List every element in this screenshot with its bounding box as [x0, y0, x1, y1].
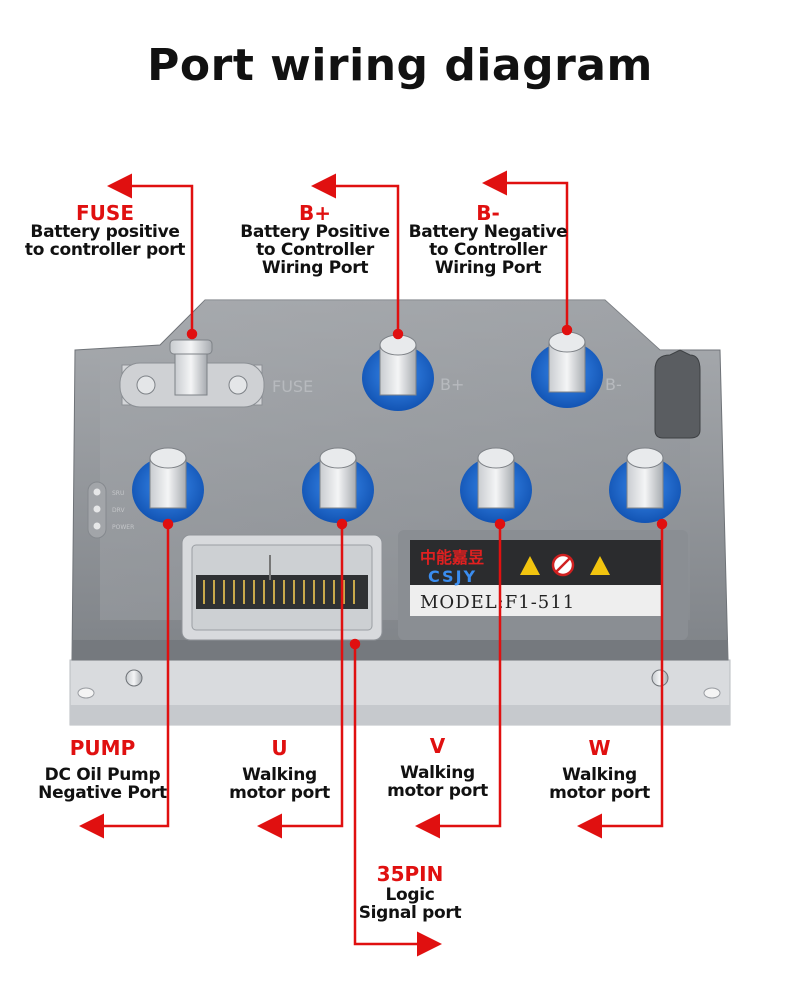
label-bplus-desc-1: Battery Positive	[240, 222, 390, 242]
base-plate	[69, 659, 731, 726]
label-pump-desc-2: Negative Port	[38, 782, 167, 803]
terminal-u	[302, 447, 374, 523]
led-label-sru: SRU	[112, 490, 124, 497]
label-pump-desc-1: DC Oil Pump	[44, 765, 161, 785]
label-35pin-desc-1: Logic	[385, 885, 435, 905]
label-u-desc-1: Walking	[242, 765, 317, 785]
label-fuse-code: FUSE	[76, 201, 134, 225]
connector-35pin	[181, 534, 383, 641]
screw-left	[125, 669, 143, 687]
terminal-bplus	[362, 334, 434, 411]
label-pump-code: PUMP	[69, 736, 136, 760]
terminal-bminus	[531, 331, 603, 408]
label-bminus-desc-2: to Controller	[429, 239, 547, 260]
model-label-plate: 中能嘉昱 CSJY MODEL:F1-511	[398, 530, 688, 640]
bminus-emboss: B-	[605, 375, 622, 394]
label-35pin-desc-2: Signal port	[358, 902, 462, 923]
led-label-drv: DRV	[112, 507, 125, 514]
model-text: MODEL:F1-511	[420, 592, 575, 613]
label-35pin-code: 35PIN	[376, 862, 444, 886]
label-bplus-code: B+	[298, 201, 331, 225]
led-label-power: POWER	[112, 524, 134, 531]
label-w-code: W	[588, 736, 611, 760]
page-title: Port wiring diagram	[147, 40, 653, 91]
label-bminus-desc-1: Battery Negative	[408, 222, 568, 242]
label-fuse-desc-1: Battery positive	[30, 222, 180, 242]
warning-electric-icon	[520, 556, 540, 575]
label-w-desc-1: Walking	[562, 765, 637, 785]
screw-right	[651, 669, 669, 687]
fuse-bracket	[119, 339, 265, 408]
brand-cn: 中能嘉昱	[420, 548, 484, 567]
label-bplus-desc-2: to Controller	[256, 239, 374, 260]
status-leds: SRU DRV POWER	[87, 481, 134, 539]
label-v-code: V	[429, 734, 446, 758]
label-u-desc-2: motor port	[229, 782, 330, 803]
label-bminus-desc-3: Wiring Port	[434, 257, 542, 278]
label-bplus-desc-3: Wiring Port	[261, 257, 369, 278]
warning-hot-icon	[590, 556, 610, 575]
bplus-emboss: B+	[440, 375, 464, 394]
fuse-emboss: FUSE	[272, 377, 313, 396]
brand-name: CSJY	[428, 567, 477, 586]
terminal-w	[609, 447, 681, 523]
rubber-cap	[654, 349, 701, 439]
label-w-desc-2: motor port	[549, 782, 650, 803]
leader-lines	[79, 170, 668, 957]
label-v-desc-2: motor port	[387, 780, 488, 801]
label-fuse-desc-2: to controller port	[24, 239, 186, 260]
label-u-code: U	[271, 736, 288, 760]
terminal-pump	[132, 447, 204, 523]
terminal-v	[460, 447, 532, 523]
label-bminus-code: B-	[476, 201, 500, 225]
label-v-desc-1: Walking	[400, 763, 475, 783]
